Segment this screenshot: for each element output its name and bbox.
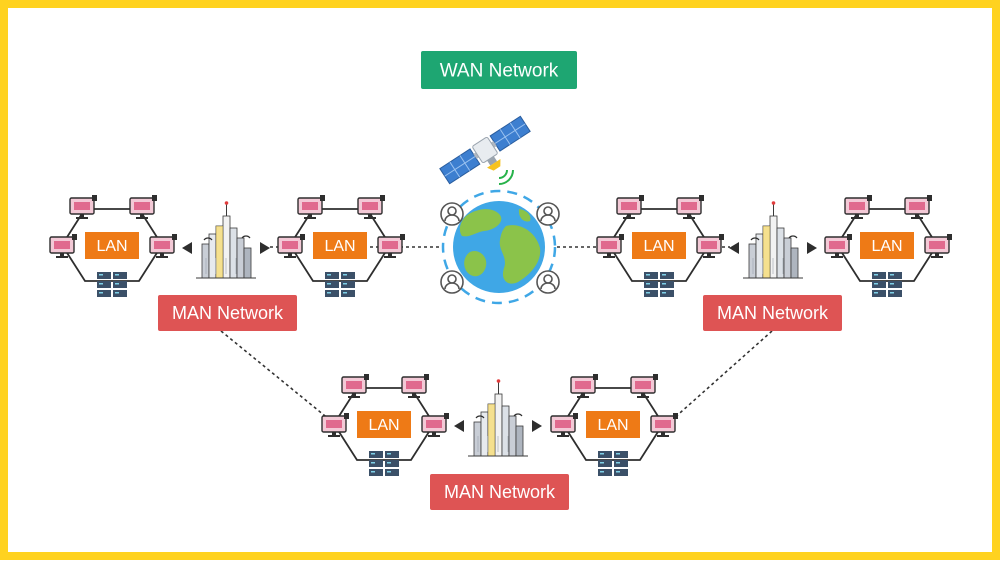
satellite-icon — [439, 115, 531, 185]
lan-label-box — [85, 232, 139, 259]
wan-network-text: WAN Network — [440, 61, 559, 82]
server-rack-icon — [369, 451, 399, 476]
lan-label-box — [586, 411, 640, 438]
computer-icon — [616, 195, 644, 219]
server-rack-icon — [325, 272, 355, 297]
computer-icon — [297, 195, 325, 219]
lan-cluster: LAN — [49, 195, 177, 297]
computer-icon — [650, 413, 678, 437]
computer-icon — [844, 195, 872, 219]
server-rack-icon — [644, 272, 674, 297]
computer-icon — [696, 234, 724, 258]
computer-icon — [377, 234, 405, 258]
arrow-right-icon — [532, 420, 542, 432]
lan-clusters: LAN LAN LAN LAN LAN LAN — [49, 195, 952, 476]
signal-waves-icon — [498, 169, 514, 185]
city-clusters — [182, 201, 817, 457]
lan-label-box — [860, 232, 914, 259]
lan-cluster: LAN — [321, 374, 449, 476]
city-buildings-icon — [182, 201, 270, 279]
man-network-label: MAN Network — [158, 295, 297, 331]
city-buildings-icon — [729, 201, 817, 279]
computer-icon — [357, 195, 385, 219]
computer-icon — [149, 234, 177, 258]
arrow-left-icon — [454, 420, 464, 432]
dotted-link-line — [671, 330, 773, 421]
lan-cluster: LAN — [824, 195, 952, 297]
lan-label: LAN — [871, 238, 902, 255]
lan-label: LAN — [643, 238, 674, 255]
computer-icon — [341, 374, 369, 398]
computer-icon — [630, 374, 658, 398]
computer-icon — [321, 413, 349, 437]
server-rack-icon — [97, 272, 127, 297]
lan-label: LAN — [324, 238, 355, 255]
computer-icon — [924, 234, 952, 258]
computer-icon — [676, 195, 704, 219]
computer-icon — [69, 195, 97, 219]
arrow-right-icon — [807, 242, 817, 254]
city-buildings-icon — [454, 379, 542, 457]
computer-icon — [596, 234, 624, 258]
man-network-label: MAN Network — [430, 474, 569, 510]
computer-icon — [824, 234, 852, 258]
computer-icon — [570, 374, 598, 398]
lan-label: LAN — [96, 238, 127, 255]
arrow-left-icon — [729, 242, 739, 254]
lan-label-box — [313, 232, 367, 259]
man-network-label: MAN Network — [703, 295, 842, 331]
lan-label-box — [632, 232, 686, 259]
lan-label: LAN — [597, 417, 628, 434]
server-rack-icon — [872, 272, 902, 297]
arrow-left-icon — [182, 242, 192, 254]
man-network-text: MAN Network — [172, 303, 284, 323]
user-icon — [440, 202, 464, 226]
globe-icon — [441, 189, 557, 305]
lan-cluster: LAN — [596, 195, 724, 297]
wan-network-label: WAN Network — [421, 51, 577, 89]
lan-label-box — [357, 411, 411, 438]
lan-label: LAN — [368, 417, 399, 434]
user-icon — [440, 270, 464, 294]
computer-icon — [550, 413, 578, 437]
computer-icon — [129, 195, 157, 219]
lan-cluster: LAN — [277, 195, 405, 297]
lan-cluster: LAN — [550, 374, 678, 476]
server-rack-icon — [598, 451, 628, 476]
arrow-right-icon — [260, 242, 270, 254]
user-icon — [536, 270, 560, 294]
computer-icon — [49, 234, 77, 258]
man-network-text: MAN Network — [444, 482, 556, 502]
computer-icon — [904, 195, 932, 219]
computer-icon — [421, 413, 449, 437]
computer-icon — [277, 234, 305, 258]
user-icon — [536, 202, 560, 226]
computer-icon — [401, 374, 429, 398]
man-network-text: MAN Network — [717, 303, 829, 323]
